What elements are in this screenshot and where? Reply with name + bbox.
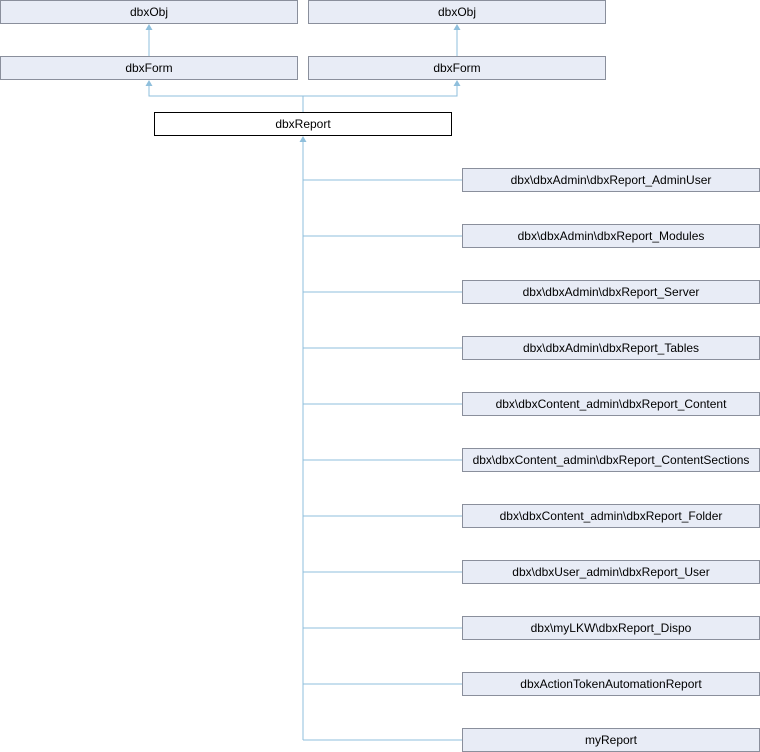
arrow-obj-left <box>145 24 153 30</box>
subclass-node[interactable]: dbx\dbxContent_admin\dbxReport_ContentSe… <box>462 448 760 472</box>
subclass-node[interactable]: dbx\myLKW\dbxReport_Dispo <box>462 616 760 640</box>
subclass-node[interactable]: dbx\dbxAdmin\dbxReport_Server <box>462 280 760 304</box>
subclass-node[interactable]: dbx\dbxAdmin\dbxReport_Modules <box>462 224 760 248</box>
subclass-node[interactable]: dbx\dbxContent_admin\dbxReport_Content <box>462 392 760 416</box>
arrow-form-left <box>145 80 153 86</box>
edge-report-to-form-left <box>148 85 304 112</box>
edge-report-to-form-right <box>303 85 458 97</box>
arrow-form-right <box>453 80 461 86</box>
class-node-dbxreport-current: dbxReport <box>154 112 452 136</box>
class-node-dbxform-left[interactable]: dbxForm <box>0 56 298 80</box>
class-node-dbxform-right[interactable]: dbxForm <box>308 56 606 80</box>
class-node-dbxobj-right[interactable]: dbxObj <box>308 0 606 24</box>
subclass-node[interactable]: dbx\dbxAdmin\dbxReport_AdminUser <box>462 168 760 192</box>
subclass-node[interactable]: myReport <box>462 728 760 752</box>
arrow-report <box>299 136 307 142</box>
subclass-node[interactable]: dbx\dbxAdmin\dbxReport_Tables <box>462 336 760 360</box>
subclass-node[interactable]: dbxActionTokenAutomationReport <box>462 672 760 696</box>
class-node-dbxobj-left[interactable]: dbxObj <box>0 0 298 24</box>
subclass-node[interactable]: dbx\dbxUser_admin\dbxReport_User <box>462 560 760 584</box>
subclass-node[interactable]: dbx\dbxContent_admin\dbxReport_Folder <box>462 504 760 528</box>
arrow-obj-right <box>453 24 461 30</box>
